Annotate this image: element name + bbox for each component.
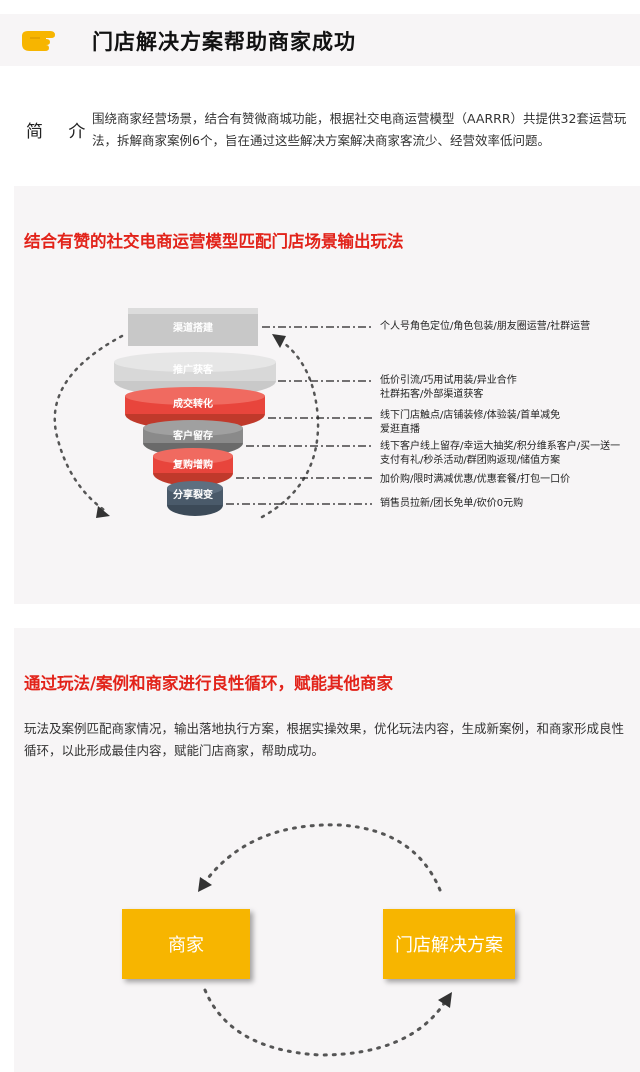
annotation-6: 销售员拉新/团长免单/砍价0元购 (380, 498, 524, 509)
funnel-arrow-right (260, 338, 320, 519)
funnel-layer-4 (143, 420, 243, 456)
funnel-label-4: 客户留存 (172, 429, 213, 442)
merchant-box: 商家 (122, 909, 250, 979)
cycle-arrow-top (203, 823, 442, 892)
page-title: 门店解决方案帮助商家成功 (92, 30, 356, 54)
funnel-layer-6 (167, 481, 223, 516)
solution-box: 门店解决方案 (383, 909, 515, 979)
funnel-label-3: 成交转化 (173, 397, 213, 410)
section2-title: 通过玩法/案例和商家进行良性循环，赋能其他商家 (24, 674, 394, 693)
funnel-arrowhead-right (272, 334, 286, 348)
section2-text: 玩法及案例匹配商家情况，输出落地执行方案，根据实操效果，优化玩法内容，生成新案例… (24, 721, 625, 758)
funnel-label-6: 分享裂变 (173, 488, 213, 501)
cycle-panel (14, 628, 640, 1072)
funnel-arrow-left (53, 334, 124, 512)
funnel-arrowhead-left (96, 506, 110, 518)
funnel-layer-1 (128, 308, 258, 346)
funnel-label-2: 推广获客 (173, 363, 214, 376)
annotation-1: 个人号角色定位/角色包装/朋友圈运营/社群运营 (380, 321, 591, 332)
cycle-arrowhead-bottom (438, 992, 452, 1008)
header-bar: 门店解决方案帮助商家成功 (0, 14, 640, 66)
annotation-2: 低价引流/巧用试用装/异业合作 社群拓客/外部渠道获客 (380, 375, 517, 400)
intro-text: 围绕商家经营场景，结合有赞微商城功能，根据社交电商运营模型（AARRR）共提供3… (92, 111, 627, 148)
section1-title: 结合有赞的社交电商运营模型匹配门店场景输出玩法 (24, 232, 404, 251)
funnel-label-5: 复购增购 (172, 458, 213, 471)
cycle-arrow-bottom (203, 988, 447, 1057)
annotation-3: 线下门店触点/店铺装修/体验装/首单减免 爱逛直播 (380, 410, 561, 435)
funnel-panel (14, 186, 640, 604)
funnel-layer-5 (153, 448, 233, 486)
annotation-4: 线下客户线上留存/幸运大抽奖/积分维系客户/买一送一 支付有礼/秒杀活动/群团购… (380, 441, 621, 466)
intro-label: 简 介 (26, 122, 96, 142)
cycle-arrowhead-top (198, 877, 212, 892)
funnel-label-1: 渠道搭建 (172, 321, 214, 334)
annotation-5: 加价购/限时满减优惠/优惠套餐/打包一口价 (380, 474, 571, 485)
pointing-hand-icon (22, 31, 55, 51)
